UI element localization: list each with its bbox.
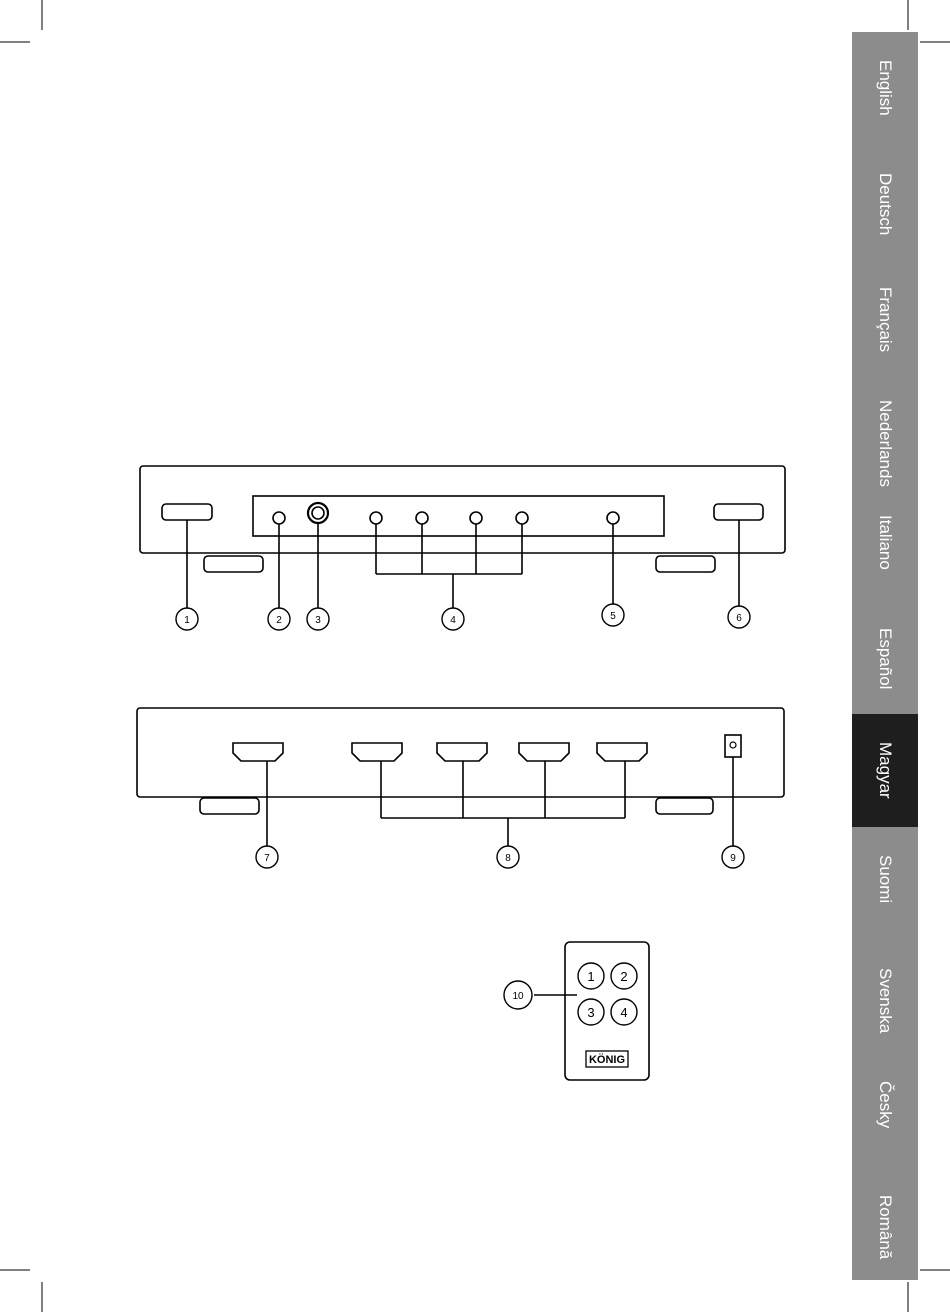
- front-left-mount: [162, 504, 212, 520]
- power-led-icon: [273, 512, 285, 524]
- language-tab-svenska[interactable]: Svenska: [852, 940, 918, 1053]
- language-tab-magyar[interactable]: Magyar: [852, 714, 918, 827]
- callout-5: 5: [602, 604, 624, 626]
- language-tab-cesky[interactable]: Česky: [852, 1053, 918, 1166]
- rear-right-foot: [656, 798, 713, 814]
- callout-7-label: 7: [264, 853, 270, 864]
- callout-8: 8: [497, 846, 519, 868]
- callout-10: 10: [504, 981, 532, 1009]
- brand-logo: KÖNIG: [589, 1053, 625, 1066]
- input-led-4-icon: [516, 512, 528, 524]
- callout-6: 6: [728, 606, 750, 628]
- remote-key-2-label: 2: [620, 969, 627, 984]
- hdmi-input-port-3-icon: [519, 743, 569, 761]
- callout-8-label: 8: [505, 853, 511, 864]
- language-tab-label: Suomi: [875, 855, 895, 903]
- front-right-mount: [714, 504, 763, 520]
- language-tab-francais[interactable]: Français: [852, 259, 918, 372]
- rear-left-foot: [200, 798, 259, 814]
- callout-1-label: 1: [184, 615, 190, 626]
- callout-3: 3: [307, 608, 329, 630]
- front-callouts: 1 2 3 4 5 6: [176, 604, 750, 630]
- hdmi-input-port-1-icon: [352, 743, 402, 761]
- hdmi-output-port-icon: [233, 743, 283, 761]
- callout-9-label: 9: [730, 853, 736, 864]
- callout-4-label: 4: [450, 615, 456, 626]
- language-tab-label: Română: [875, 1195, 895, 1259]
- callout-5-label: 5: [610, 611, 616, 622]
- language-tab-label: Italiano: [875, 515, 895, 570]
- callout-7: 7: [256, 846, 278, 868]
- front-panel-body: [140, 466, 785, 553]
- language-tab-espanol[interactable]: Español: [852, 600, 918, 713]
- remote-key-3: 3: [578, 999, 604, 1025]
- callout-9: 9: [722, 846, 744, 868]
- language-tab-italiano[interactable]: Italiano: [852, 487, 918, 600]
- language-tab-english[interactable]: English: [852, 32, 918, 145]
- language-tab-label: English: [875, 60, 895, 116]
- rear-panel-body: [137, 708, 784, 797]
- remote-key-1-label: 1: [587, 969, 594, 984]
- front-left-foot: [204, 556, 263, 572]
- callout-1: 1: [176, 608, 198, 630]
- language-tab-label: Česky: [875, 1081, 895, 1128]
- rear-callouts: 7 8 9: [256, 846, 744, 868]
- ir-sensor-icon: [308, 503, 328, 523]
- callout-2: 2: [268, 608, 290, 630]
- language-tab-label: Svenska: [875, 968, 895, 1033]
- front-display-window: [253, 496, 664, 536]
- callout-4: 4: [442, 608, 464, 630]
- ir-sensor-inner-icon: [312, 507, 324, 519]
- language-tab-romana[interactable]: Română: [852, 1167, 918, 1280]
- front-panel: [140, 466, 785, 608]
- input-led-2-icon: [416, 512, 428, 524]
- language-tab-deutsch[interactable]: Deutsch: [852, 145, 918, 258]
- dc-power-jack-icon: [725, 735, 741, 757]
- language-tab-nederlands[interactable]: Nederlands: [852, 372, 918, 487]
- language-tabs: English Deutsch Français Nederlands Ital…: [852, 32, 918, 1280]
- hdmi-input-port-4-icon: [597, 743, 647, 761]
- select-button-icon: [607, 512, 619, 524]
- input-led-1-icon: [370, 512, 382, 524]
- callout-6-label: 6: [736, 613, 742, 624]
- language-tab-suomi[interactable]: Suomi: [852, 827, 918, 940]
- callout-2-label: 2: [276, 615, 282, 626]
- remote-control: 1 2 3 4 KÖNIG 10: [504, 942, 649, 1080]
- input-led-3-icon: [470, 512, 482, 524]
- remote-key-1: 1: [578, 963, 604, 989]
- language-tab-label: Deutsch: [875, 173, 895, 235]
- remote-key-2: 2: [611, 963, 637, 989]
- language-tab-label: Español: [875, 628, 895, 689]
- hdmi-input-port-2-icon: [437, 743, 487, 761]
- callout-10-label: 10: [512, 991, 524, 1002]
- callout-3-label: 3: [315, 615, 321, 626]
- remote-key-4-label: 4: [620, 1005, 627, 1020]
- remote-key-3-label: 3: [587, 1005, 594, 1020]
- rear-panel: [137, 708, 784, 846]
- remote-key-4: 4: [611, 999, 637, 1025]
- front-right-foot: [656, 556, 715, 572]
- language-tab-label: Français: [875, 287, 895, 352]
- language-tab-label: Magyar: [875, 742, 895, 799]
- language-tab-label: Nederlands: [875, 400, 895, 487]
